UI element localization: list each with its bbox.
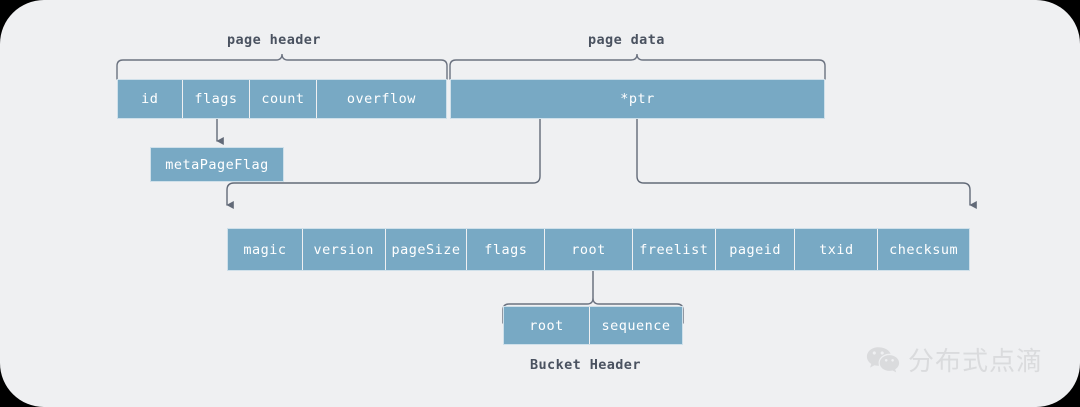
page-header-caption: page header [227,32,321,48]
meta-page-flag-box: metaPageFlag [150,147,284,182]
bucket-field-sequence: sequence [590,307,682,344]
field-count: count [250,80,317,118]
field-flags: flags [182,80,251,118]
meta-field-freelist: freelist [632,229,716,270]
watermark: 分布式点滴 [866,341,1043,378]
meta-field-root: root [545,229,633,270]
meta-field-version: version [302,229,386,270]
meta-struct-row: magic version pageSize flags root freeli… [227,228,970,271]
meta-field-magic: magic [228,229,303,270]
bucket-struct-row: root sequence [503,306,683,345]
bucket-header-caption: Bucket Header [530,357,641,373]
meta-field-txid: txid [795,229,879,270]
meta-field-flags: flags [467,229,546,270]
meta-field-pageid: pageid [715,229,796,270]
watermark-text: 分布式点滴 [908,347,1044,377]
field-ptr: *ptr [451,80,824,118]
wechat-icon [866,346,900,374]
meta-field-pagesize: pageSize [385,229,468,270]
page-data-fields-row: *ptr [450,79,825,119]
meta-field-checksum: checksum [878,229,970,270]
bucket-field-root: root [504,307,591,344]
field-id: id [118,80,183,118]
page-data-caption: page data [588,32,665,48]
page-header-fields-row: id flags count overflow [117,79,447,119]
field-overflow: overflow [316,80,446,118]
